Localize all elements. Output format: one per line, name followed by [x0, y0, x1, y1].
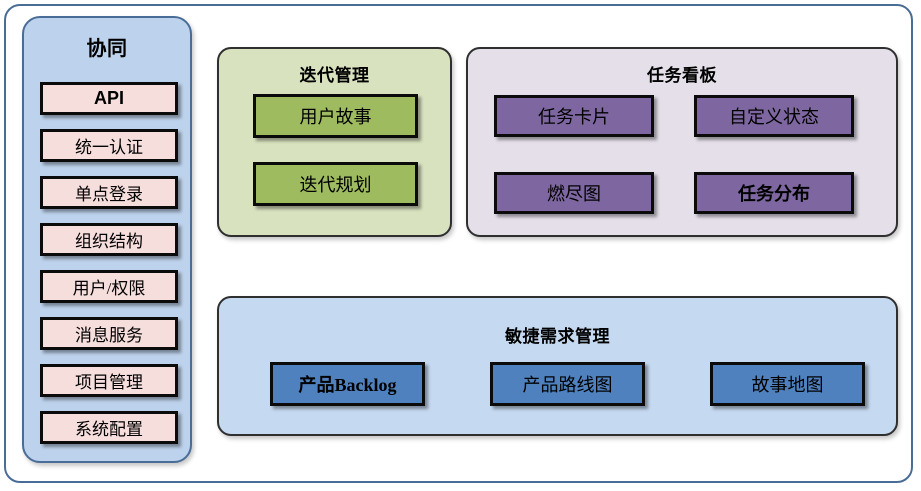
iteration-item-user-story[interactable]: 用户故事 — [253, 94, 418, 138]
iteration-management-panel: 迭代管理 用户故事 迭代规划 — [217, 47, 452, 237]
collaboration-item-project-management[interactable]: 项目管理 — [40, 364, 178, 397]
task-board-item-task-distribution[interactable]: 任务分布 — [694, 172, 854, 214]
collaboration-item-unified-auth[interactable]: 统一认证 — [40, 129, 178, 162]
agile-item-product-roadmap[interactable]: 产品路线图 — [490, 362, 645, 406]
agile-item-product-backlog[interactable]: 产品Backlog — [270, 362, 425, 406]
task-board-item-burndown-chart[interactable]: 燃尽图 — [494, 172, 654, 214]
task-board-item-task-card[interactable]: 任务卡片 — [494, 95, 654, 137]
collaboration-item-user-permission[interactable]: 用户/权限 — [40, 270, 178, 303]
task-board-panel-title: 任务看板 — [647, 66, 717, 85]
agile-item-story-map[interactable]: 故事地图 — [710, 362, 865, 406]
collaboration-item-api[interactable]: API — [40, 82, 178, 115]
task-board-item-custom-status[interactable]: 自定义状态 — [694, 95, 854, 137]
collaboration-panel: 协同 API 统一认证 单点登录 组织结构 用户/权限 消息服务 项目管理 系统… — [22, 16, 192, 463]
collaboration-item-system-config[interactable]: 系统配置 — [40, 411, 178, 444]
agile-requirements-panel-title: 敏捷需求管理 — [505, 327, 610, 346]
iteration-management-panel-title: 迭代管理 — [299, 66, 370, 85]
collaboration-panel-title: 协同 — [86, 38, 128, 60]
task-board-panel: 任务看板 任务卡片 自定义状态 燃尽图 任务分布 — [466, 47, 898, 237]
collaboration-item-org-structure[interactable]: 组织结构 — [40, 223, 178, 256]
agile-requirements-panel: 敏捷需求管理 产品Backlog 产品路线图 故事地图 — [217, 296, 898, 436]
iteration-item-iteration-planning[interactable]: 迭代规划 — [253, 162, 418, 206]
collaboration-item-sso[interactable]: 单点登录 — [40, 176, 178, 209]
collaboration-item-message-service[interactable]: 消息服务 — [40, 317, 178, 350]
